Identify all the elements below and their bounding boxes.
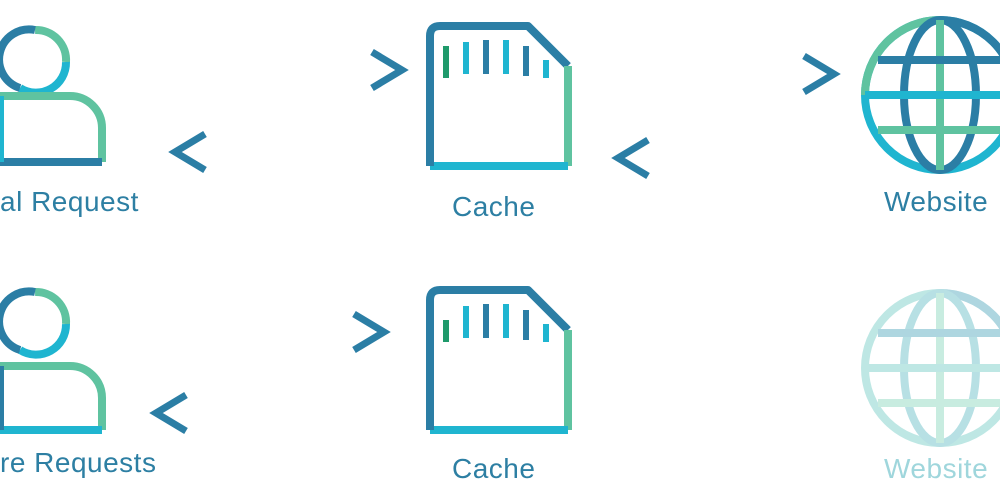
response-arrow-2	[149, 391, 382, 435]
globe-icon	[861, 289, 1000, 447]
forward-arrow-1	[606, 52, 841, 96]
globe-icon	[861, 16, 1000, 174]
user-icon	[0, 25, 106, 166]
user-label-row-1: al Request	[0, 186, 139, 217]
user-label-row-2: re Requests	[0, 447, 157, 478]
response-arrow-1	[168, 130, 402, 174]
cache-label-row-1: Cache	[452, 191, 536, 222]
request-arrow-2	[160, 310, 391, 354]
sd-card-icon	[426, 286, 572, 434]
cache-label-row-2: Cache	[452, 453, 536, 484]
sd-card-icon	[426, 22, 572, 170]
return-arrow-1	[611, 136, 845, 180]
user-icon	[0, 287, 106, 434]
website-label-row-2: Website	[884, 453, 989, 484]
request-arrow-1	[180, 48, 409, 92]
website-label-row-1: Website	[884, 186, 989, 217]
